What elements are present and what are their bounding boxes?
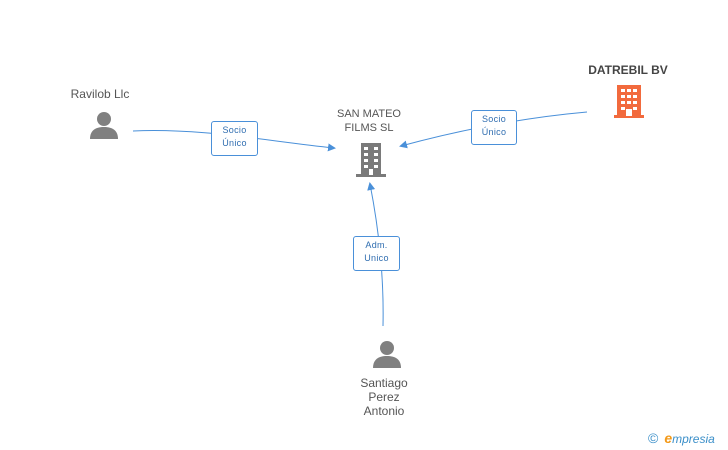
edge-badge-line1: Adm. — [365, 240, 388, 250]
edge-badge-santiago[interactable]: Adm. Unico — [353, 236, 400, 271]
brand-logo: © empresia — [648, 430, 715, 446]
building-icon[interactable] — [355, 142, 387, 178]
edge-badge-datrebil[interactable]: Socio Único — [471, 110, 517, 145]
brand-initial: e — [664, 430, 673, 446]
copyright-symbol: © — [648, 430, 659, 446]
edge-badge-line1: Socio — [481, 114, 506, 124]
company-label-center: SAN MATEO FILMS SL — [337, 108, 401, 134]
person-label-santiago: Santiago Perez Antonio — [360, 376, 408, 418]
person-icon[interactable] — [372, 340, 402, 369]
edge-badge-line2: Único — [481, 127, 507, 137]
edge-badge-line2: Unico — [364, 253, 389, 263]
edge-badge-line1: Socio — [222, 125, 247, 135]
brand-name: mpresia — [672, 432, 715, 446]
company-label-datrebil: DATREBIL BV — [588, 63, 668, 77]
building-icon[interactable] — [613, 84, 645, 119]
edge-badge-line2: Único — [222, 138, 247, 148]
person-label-ravilob: Ravilob Llc — [70, 87, 130, 101]
person-icon[interactable] — [89, 111, 119, 140]
edge-badge-ravilob[interactable]: Socio Único — [211, 121, 258, 156]
